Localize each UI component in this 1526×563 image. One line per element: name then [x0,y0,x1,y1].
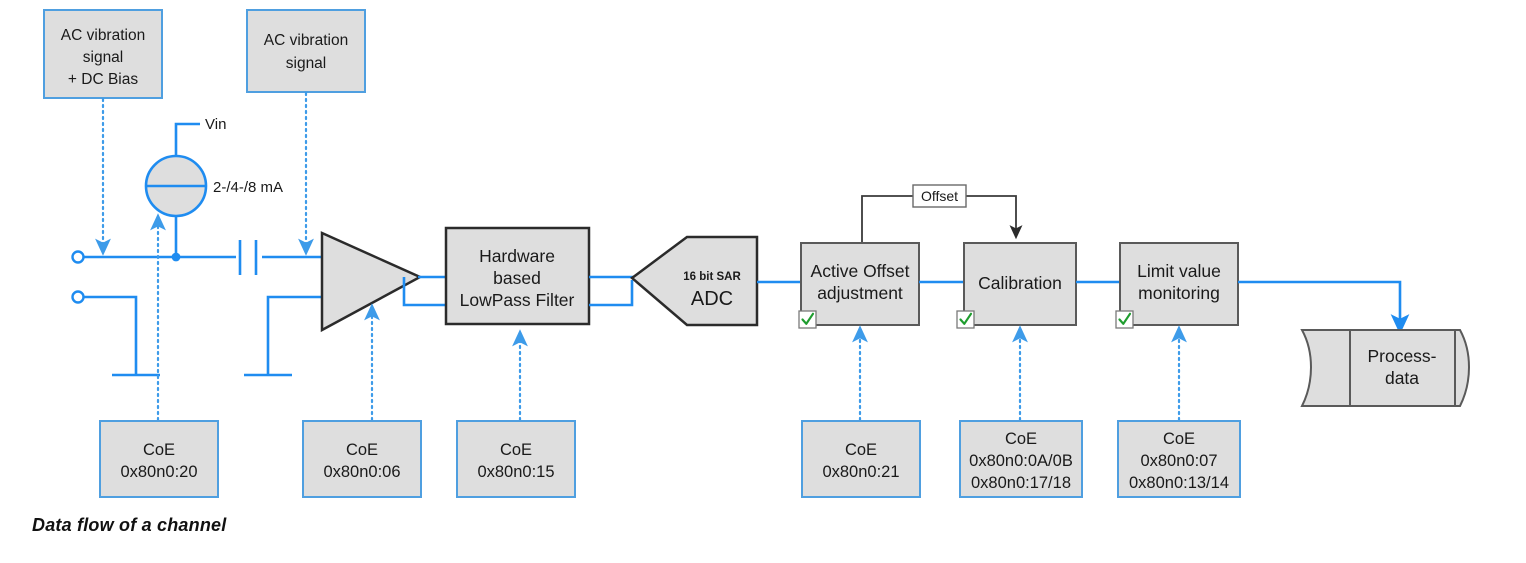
coe-annotation-limit-value: CoE 0x80n0:07 0x80n0:13/14 [1117,420,1241,498]
enabled-check-badge-limit-value [1115,310,1134,329]
coe-annotation-active-offset: CoE 0x80n0:21 [801,420,921,498]
adc-block: 16 bit SAR ADC [629,235,759,327]
coe-annotation-calibration: CoE 0x80n0:0A/0B 0x80n0:17/18 [959,420,1083,498]
source-annotation-line: + DC Bias [68,71,138,88]
source-annotation-line: signal [286,55,327,72]
check-icon [959,312,973,325]
wire-negative-to-ground [84,295,138,374]
process-data-label: data [1385,368,1419,388]
coe-address: 0x80n0:17/18 [971,474,1071,492]
lowpass-filter-label: based [493,268,541,288]
coe-label: CoE [1005,430,1037,448]
coe-address: 0x80n0:20 [120,463,197,481]
active-offset-label: adjustment [817,283,903,303]
adc-label: ADC [691,288,733,310]
calibration-label: Calibration [978,273,1062,293]
coe-address: 0x80n0:07 [1140,452,1217,470]
coe-annotation-amplifier: CoE 0x80n0:06 [302,420,422,498]
input-terminal-positive [71,250,85,264]
current-source [144,122,208,256]
coe-address: 0x80n0:13/14 [1129,474,1229,492]
source-annotation-line: signal [83,49,124,66]
current-source-label: 2-/4-/8 mA [213,179,283,196]
source-annotation-ac-vibration: AC vibration signal [246,9,366,93]
wire-junction-node [171,252,181,262]
coe-address: 0x80n0:0A/0B [969,452,1073,470]
offset-label-box [912,184,967,208]
active-offset-label: Active Offset [811,261,910,281]
source-annotation-line: AC vibration [61,27,145,44]
coe-annotation-lowpass: CoE 0x80n0:15 [456,420,576,498]
check-icon [1118,312,1132,325]
coupling-capacitor-icon [238,240,258,275]
coe-address: 0x80n0:15 [477,463,554,481]
lowpass-filter-label: LowPass Filter [460,290,575,310]
wire-amp-out-lower [402,277,446,307]
lowpass-filter-label: Hardware [479,246,555,266]
enabled-check-badge-calibration [956,310,975,329]
adc-sublabel: 16 bit SAR [683,271,741,283]
coe-label: CoE [346,441,378,459]
calibration-block: Calibration [963,242,1077,326]
coe-address: 0x80n0:06 [323,463,400,481]
source-annotation-line: AC vibration [264,32,348,49]
process-data-label: Process- [1367,346,1436,366]
figure-caption: Data flow of a channel [32,515,227,535]
coe-label: CoE [500,441,532,459]
active-offset-adjustment-block: Active Offset adjustment [800,242,920,326]
coe-label: CoE [1163,430,1195,448]
coe-label: CoE [845,441,877,459]
enabled-check-badge-active-offset [798,310,817,329]
wire-filter-out-lower [589,280,634,307]
lowpass-filter-block: Hardware based LowPass Filter [444,226,591,326]
coe-label: CoE [143,441,175,459]
coe-address: 0x80n0:21 [822,463,899,481]
vin-label: Vin [205,116,226,133]
wire-amplifier-ref-to-ground [266,295,322,374]
check-icon [801,312,815,325]
wire-limit-to-process-data [1238,280,1410,335]
limit-value-label: Limit value [1137,261,1221,281]
limit-value-label: monitoring [1138,283,1220,303]
offset-feedback: Offset [861,184,1023,243]
input-terminal-negative [71,290,85,304]
source-annotation-ac-vibration-dc-bias: AC vibration signal + DC Bias [43,9,163,99]
limit-value-monitoring-block: Limit value monitoring [1119,242,1239,326]
process-data-block: Process- data [1300,329,1470,407]
offset-label: Offset [921,188,958,204]
coe-annotation-current-source: CoE 0x80n0:20 [99,420,219,498]
